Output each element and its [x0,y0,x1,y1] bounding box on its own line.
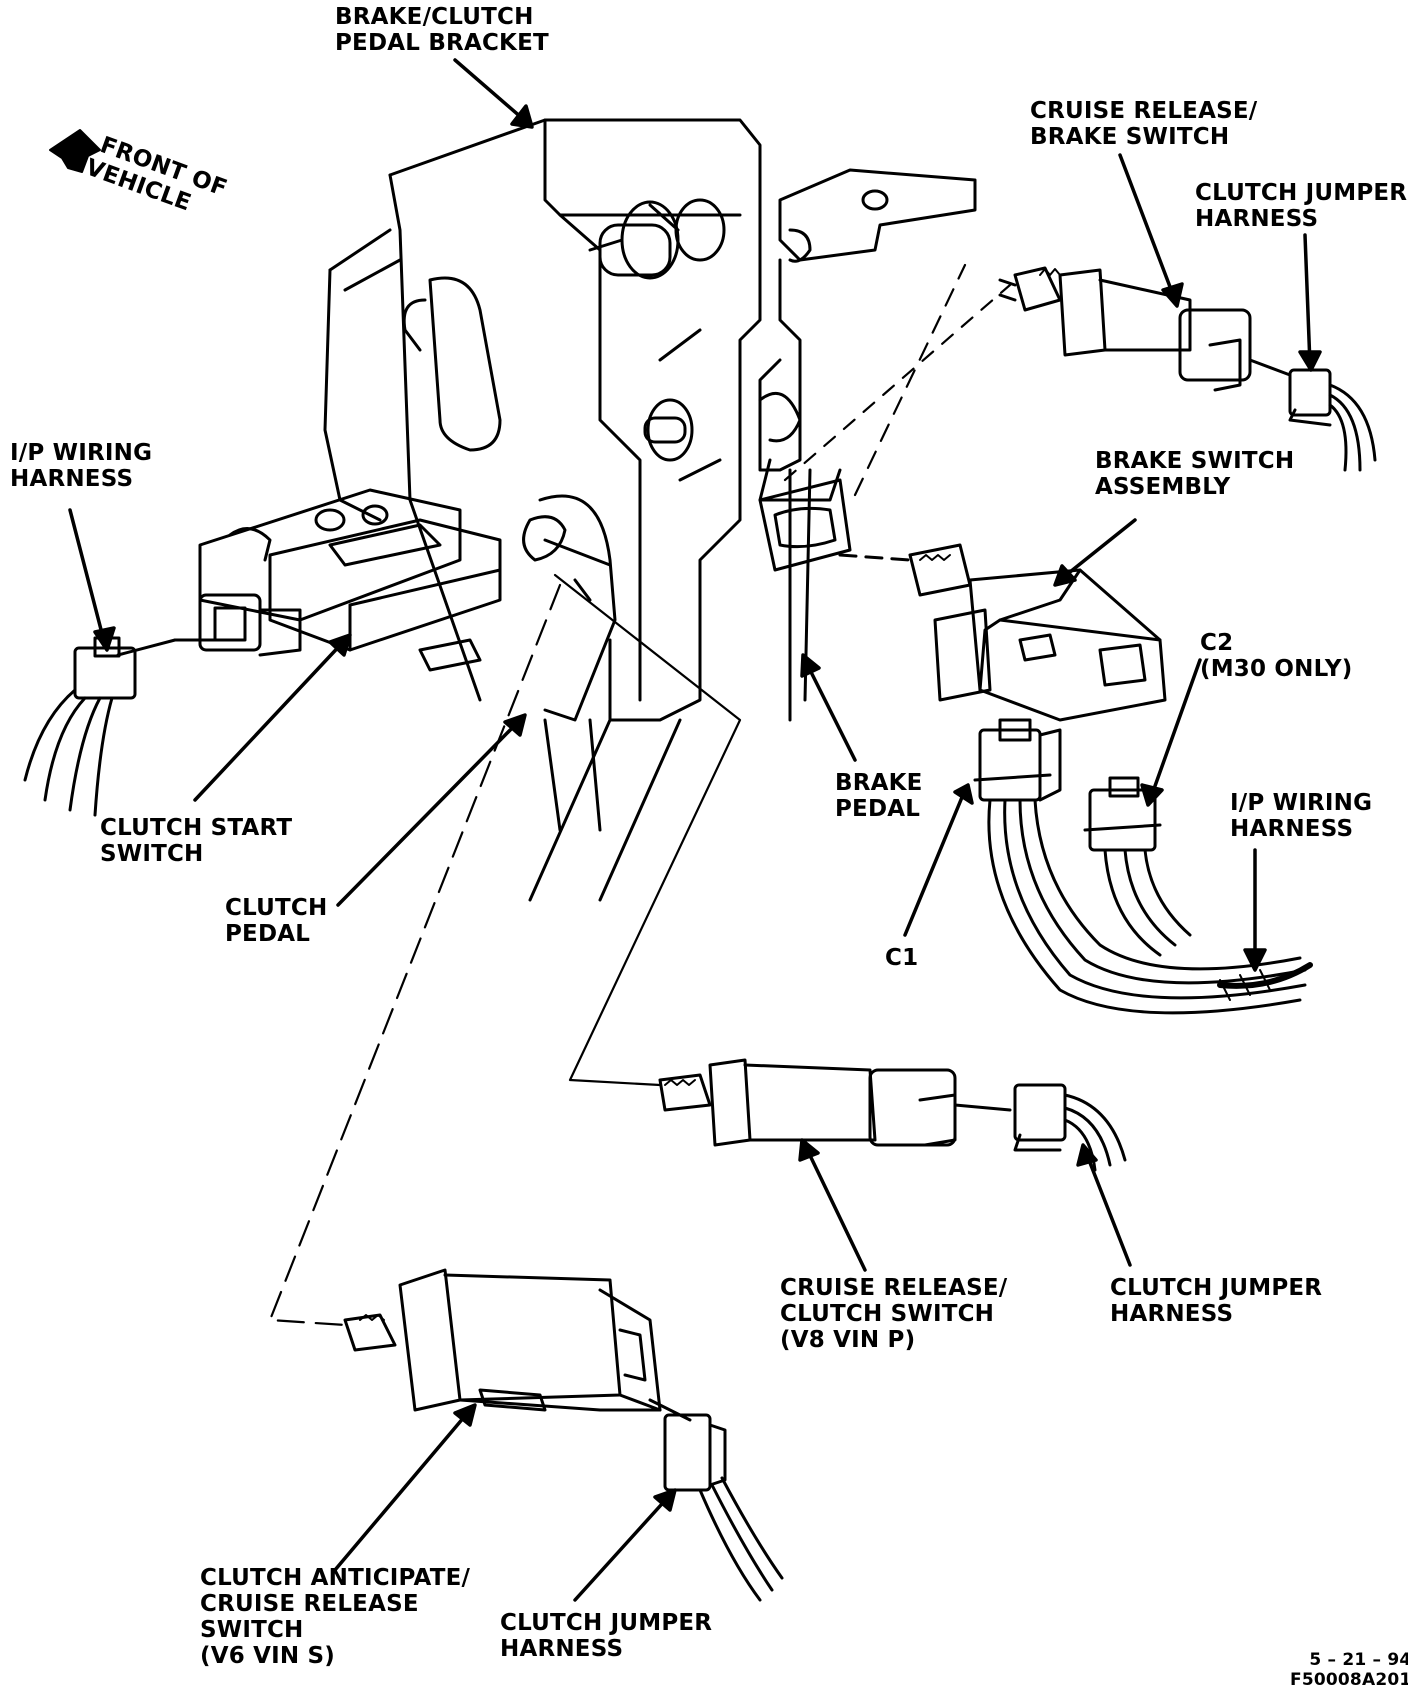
label-clutch-jumper-harness-bottom: CLUTCH JUMPER HARNESS [500,1610,713,1662]
brake-switch-assembly-illustration [838,543,1167,722]
ip-wiring-harness-left-illustration [23,636,177,817]
label-cruise-release-clutch-switch: CRUISE RELEASE/ CLUTCH SWITCH (V8 VIN P) [780,1275,1008,1353]
label-brake-pedal: BRAKE PEDAL [835,770,923,822]
label-clutch-jumper-harness-mid: CLUTCH JUMPER HARNESS [1110,1275,1323,1327]
c2-connector-illustration [1083,776,1162,852]
clutch-jumper-harness-bottom-illustration [648,1398,784,1602]
brake-switch-mount [758,478,852,572]
figure-id: 5 – 21 – 94 F50008A201 [1290,1650,1408,1690]
label-c2: C2 (M30 ONLY) [1200,630,1353,682]
label-cruise-release-brake-switch: CRUISE RELEASE/ BRAKE SWITCH [1030,98,1258,150]
front-direction-arrow-icon [49,129,101,173]
label-c1: C1 [885,945,919,971]
clutch-anticipate-switch-illustration [343,1268,662,1412]
connection-lines [268,263,1012,1327]
label-clutch-start-switch: CLUTCH START SWITCH [100,815,293,867]
c1-connector-illustration [973,718,1062,802]
clutch-start-switch-illustration [173,488,502,672]
pedal-bracket-illustration [323,118,977,902]
cruise-release-clutch-switch-illustration [658,1058,1012,1147]
label-clutch-pedal: CLUTCH PEDAL [225,895,328,947]
cruise-release-brake-switch-illustration [998,266,1252,392]
label-ip-wiring-harness-left: I/P WIRING HARNESS [10,440,153,492]
label-brake-clutch-pedal-bracket: BRAKE/CLUTCH PEDAL BRACKET [335,4,549,56]
ip-wiring-harness-right-illustration [987,798,1313,1015]
leader-arrows [68,58,1322,1602]
label-clutch-jumper-harness-top: CLUTCH JUMPER HARNESS [1195,180,1408,232]
clutch-jumper-harness-mid-illustration [1013,1083,1127,1172]
label-brake-switch-assembly: BRAKE SWITCH ASSEMBLY [1095,448,1295,500]
label-clutch-anticipate-switch: CLUTCH ANTICIPATE/ CRUISE RELEASE SWITCH… [200,1565,471,1669]
label-ip-wiring-harness-right: I/P WIRING HARNESS [1230,790,1373,842]
